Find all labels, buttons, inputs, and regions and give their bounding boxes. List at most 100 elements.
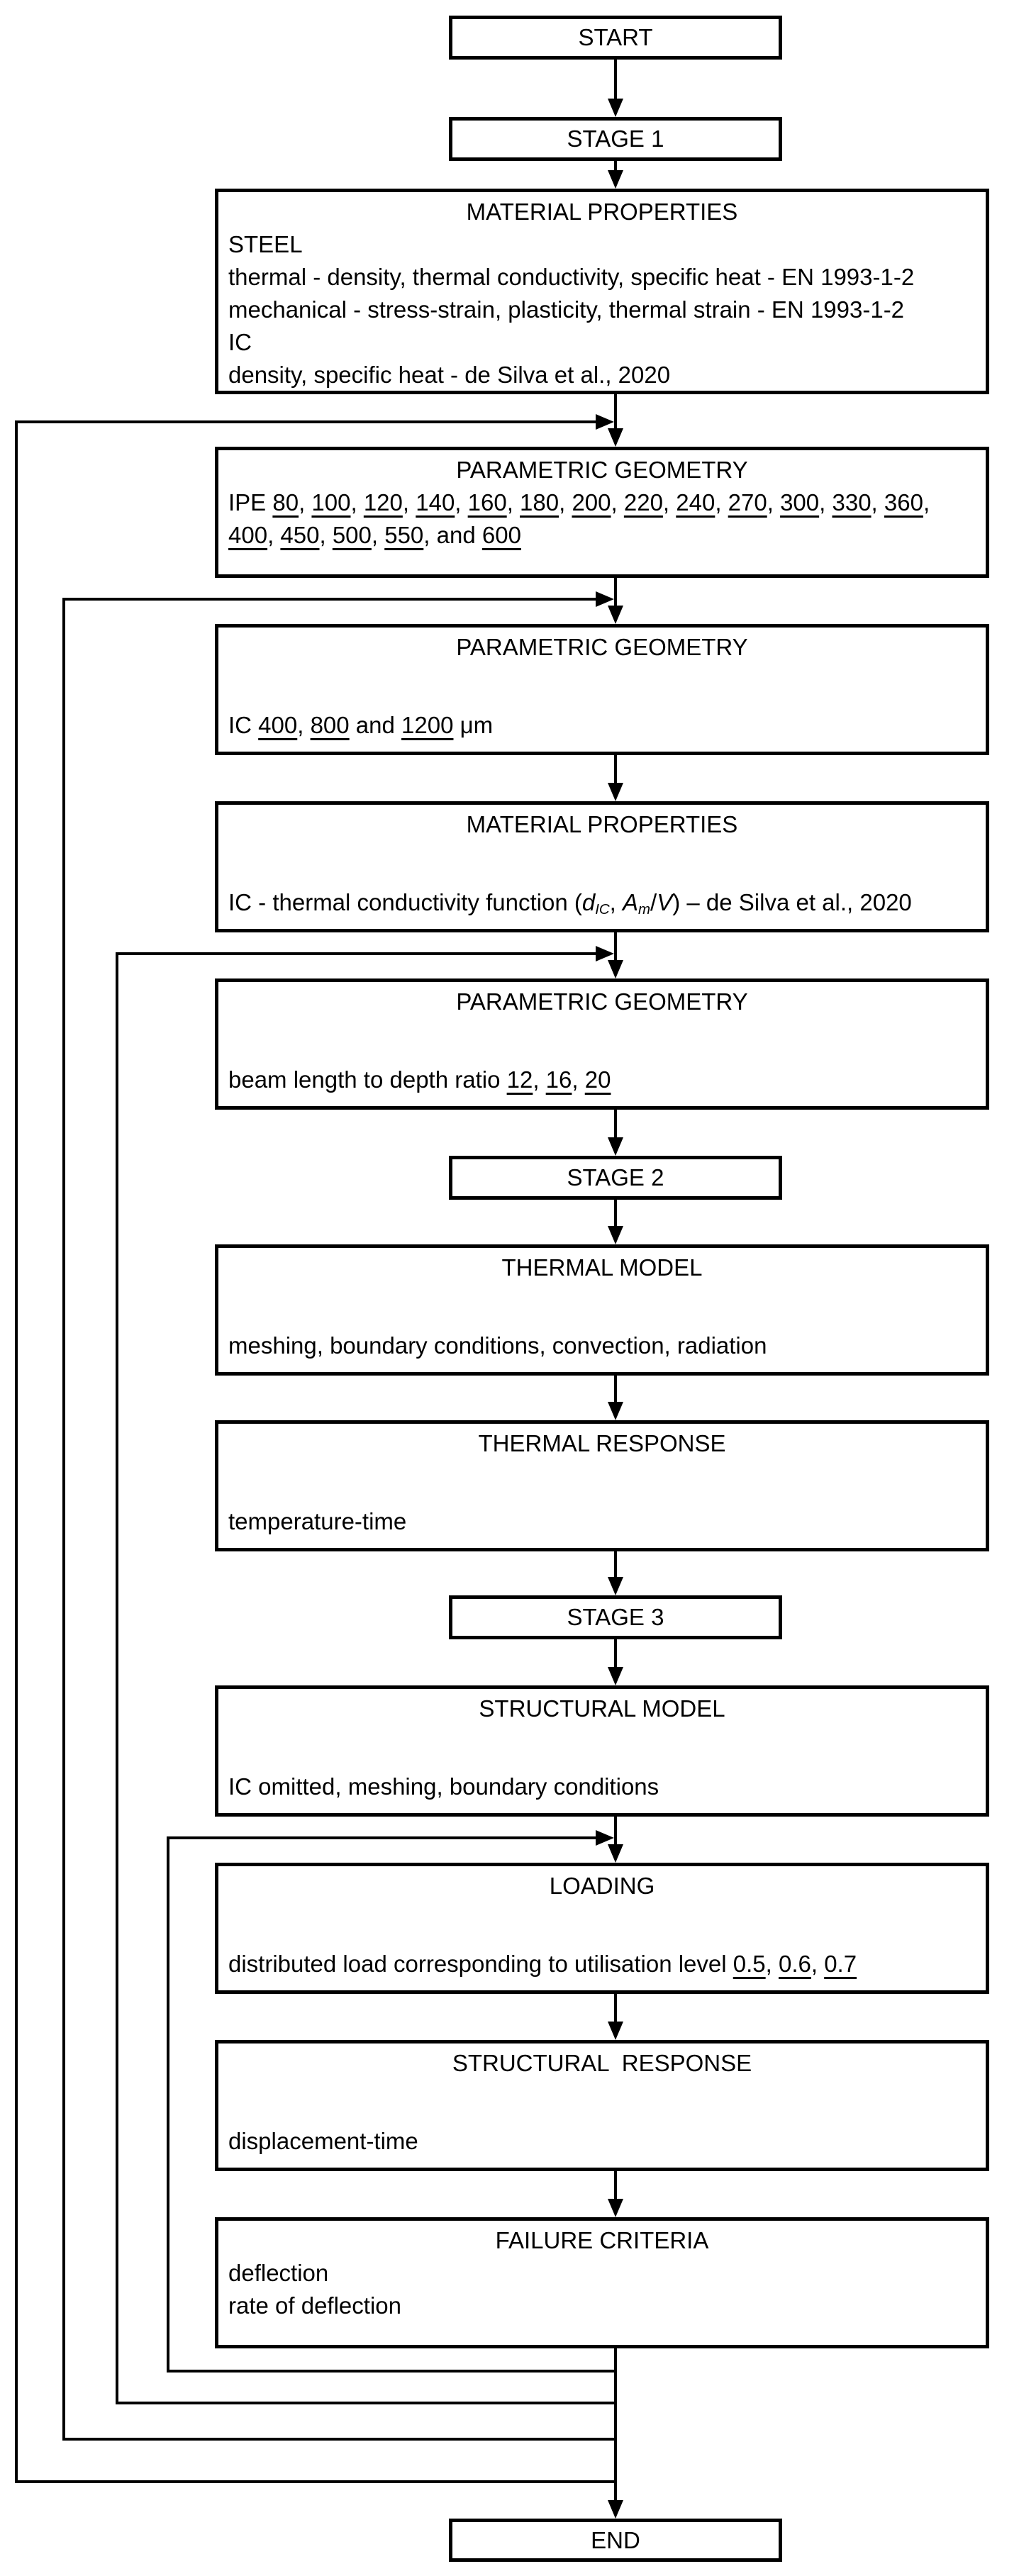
loop-line-loading-vertical: [167, 1836, 169, 2373]
flow-line: [614, 2348, 617, 2500]
loop-line-ic-bottom: [62, 2438, 617, 2441]
node-body: distributed load corresponding to utilis…: [218, 1948, 986, 1980]
node-title: LOADING: [549, 1873, 655, 1899]
node-body-line: STEEL: [228, 231, 303, 257]
node-body-line: IC: [228, 329, 252, 355]
flow-line: [614, 1994, 617, 2022]
flow-line: [614, 1376, 617, 1402]
node-body-line: IPE 80, 100, 120, 140, 160, 180, 200, 22…: [228, 489, 930, 515]
arrowhead-down: [608, 1577, 623, 1595]
node-body-line: meshing, boundary conditions, convection…: [228, 1332, 767, 1359]
arrowhead-down: [608, 783, 623, 801]
loop-line-ratio-bottom: [116, 2402, 617, 2404]
flow-line: [614, 1817, 617, 1844]
node-label: STAGE 1: [567, 126, 664, 152]
node-thermal-response: THERMAL RESPONSE temperature-time: [215, 1420, 989, 1551]
node-title: THERMAL RESPONSE: [478, 1430, 726, 1456]
node-material-properties-ic: MATERIAL PROPERTIES IC - thermal conduct…: [215, 801, 989, 932]
node-failure-criteria: FAILURE CRITERIA deflection rate of defl…: [215, 2217, 989, 2348]
arrowhead-down: [608, 2022, 623, 2040]
node-body-line: IC - thermal conductivity function (dIC,…: [228, 889, 912, 918]
node-end: END: [449, 2519, 782, 2562]
flow-line: [614, 578, 617, 606]
arrowhead-down: [608, 1137, 623, 1156]
arrowhead-down: [608, 99, 623, 117]
arrowhead-down: [608, 428, 623, 447]
loop-line-ipe-vertical: [15, 420, 18, 2483]
node-body-line: temperature-time: [228, 1508, 407, 1534]
node-body: meshing, boundary conditions, convection…: [218, 1329, 986, 1362]
flow-line: [614, 755, 617, 783]
arrowhead-down: [608, 1844, 623, 1863]
node-body: IC - thermal conductivity function (dIC,…: [218, 886, 986, 926]
flow-line: [614, 1200, 617, 1226]
loop-line-loading-top: [167, 1836, 596, 1839]
node-body: STEEL thermal - density, thermal conduct…: [218, 228, 986, 391]
loop-line-ipe-bottom: [15, 2480, 617, 2483]
flow-line: [614, 1639, 617, 1667]
node-body-line: IC 400, 800 and 1200 μm: [228, 712, 494, 738]
arrowhead-down: [608, 170, 623, 189]
node-thermal-model: THERMAL MODEL meshing, boundary conditio…: [215, 1244, 989, 1376]
node-body: IC omitted, meshing, boundary conditions: [218, 1771, 986, 1803]
loop-line-loading-bottom: [167, 2370, 617, 2373]
node-material-properties-steel: MATERIAL PROPERTIES STEEL thermal - dens…: [215, 189, 989, 394]
arrowhead-right: [596, 1830, 614, 1846]
node-title: MATERIAL PROPERTIES: [466, 199, 738, 225]
node-title: FAILURE CRITERIA: [495, 2227, 709, 2253]
node-body-line: distributed load corresponding to utilis…: [228, 1951, 857, 1977]
loop-line-ratio-vertical: [116, 952, 118, 2404]
loop-line-ic-top: [62, 598, 596, 601]
node-body: IC 400, 800 and 1200 μm: [218, 709, 986, 742]
node-stage-2: STAGE 2: [449, 1156, 782, 1200]
arrowhead-down: [608, 960, 623, 978]
node-body: temperature-time: [218, 1505, 986, 1538]
arrowhead-right: [596, 414, 614, 430]
flow-line: [614, 932, 617, 960]
node-parametric-geometry-ratio: PARAMETRIC GEOMETRY beam length to depth…: [215, 978, 989, 1110]
node-body-line: displacement-time: [228, 2128, 418, 2154]
flow-line: [614, 2171, 617, 2199]
node-title: STRUCTURAL MODEL: [479, 1695, 725, 1722]
arrowhead-down: [608, 1226, 623, 1244]
node-body: beam length to depth ratio 12, 16, 20: [218, 1064, 986, 1096]
node-title: PARAMETRIC GEOMETRY: [456, 988, 748, 1015]
node-body: IPE 80, 100, 120, 140, 160, 180, 200, 22…: [218, 486, 986, 552]
node-stage-3: STAGE 3: [449, 1595, 782, 1639]
node-stage-1: STAGE 1: [449, 117, 782, 161]
node-title: STRUCTURAL RESPONSE: [452, 2050, 752, 2076]
node-body: displacement-time: [218, 2125, 986, 2158]
node-start: START: [449, 16, 782, 60]
loop-line-ipe-top: [15, 420, 596, 423]
node-body-line: deflection: [228, 2260, 329, 2286]
node-label: END: [591, 2526, 640, 2553]
node-parametric-geometry-ipe: PARAMETRIC GEOMETRY IPE 80, 100, 120, 14…: [215, 447, 989, 578]
node-label: STAGE 3: [567, 1604, 664, 1630]
node-title: PARAMETRIC GEOMETRY: [456, 634, 748, 660]
node-title: THERMAL MODEL: [501, 1254, 703, 1281]
arrowhead-down: [608, 1667, 623, 1685]
node-body-line: thermal - density, thermal conductivity,…: [228, 264, 915, 290]
node-label: STAGE 2: [567, 1164, 664, 1191]
node-title: PARAMETRIC GEOMETRY: [456, 457, 748, 483]
loop-line-ratio-top: [116, 952, 596, 955]
flow-line: [614, 1110, 617, 1137]
arrowhead-down: [608, 1402, 623, 1420]
node-label: START: [578, 24, 653, 50]
arrowhead-down: [608, 2199, 623, 2217]
arrowhead-right: [596, 946, 614, 961]
node-body-line: 400, 450, 500, 550, and 600: [228, 522, 521, 548]
arrowhead-down: [608, 606, 623, 624]
node-title: MATERIAL PROPERTIES: [466, 811, 738, 837]
node-body: deflection rate of deflection: [218, 2257, 986, 2322]
node-loading: LOADING distributed load corresponding t…: [215, 1863, 989, 1994]
node-body-line: rate of deflection: [228, 2292, 401, 2319]
node-structural-model: STRUCTURAL MODEL IC omitted, meshing, bo…: [215, 1685, 989, 1817]
arrowhead-down: [608, 2500, 623, 2519]
flow-line: [614, 60, 617, 99]
node-body-line: density, specific heat - de Silva et al.…: [228, 362, 671, 388]
flow-line: [614, 161, 617, 170]
node-body-line: mechanical - stress-strain, plasticity, …: [228, 296, 905, 323]
flow-line: [614, 394, 617, 428]
